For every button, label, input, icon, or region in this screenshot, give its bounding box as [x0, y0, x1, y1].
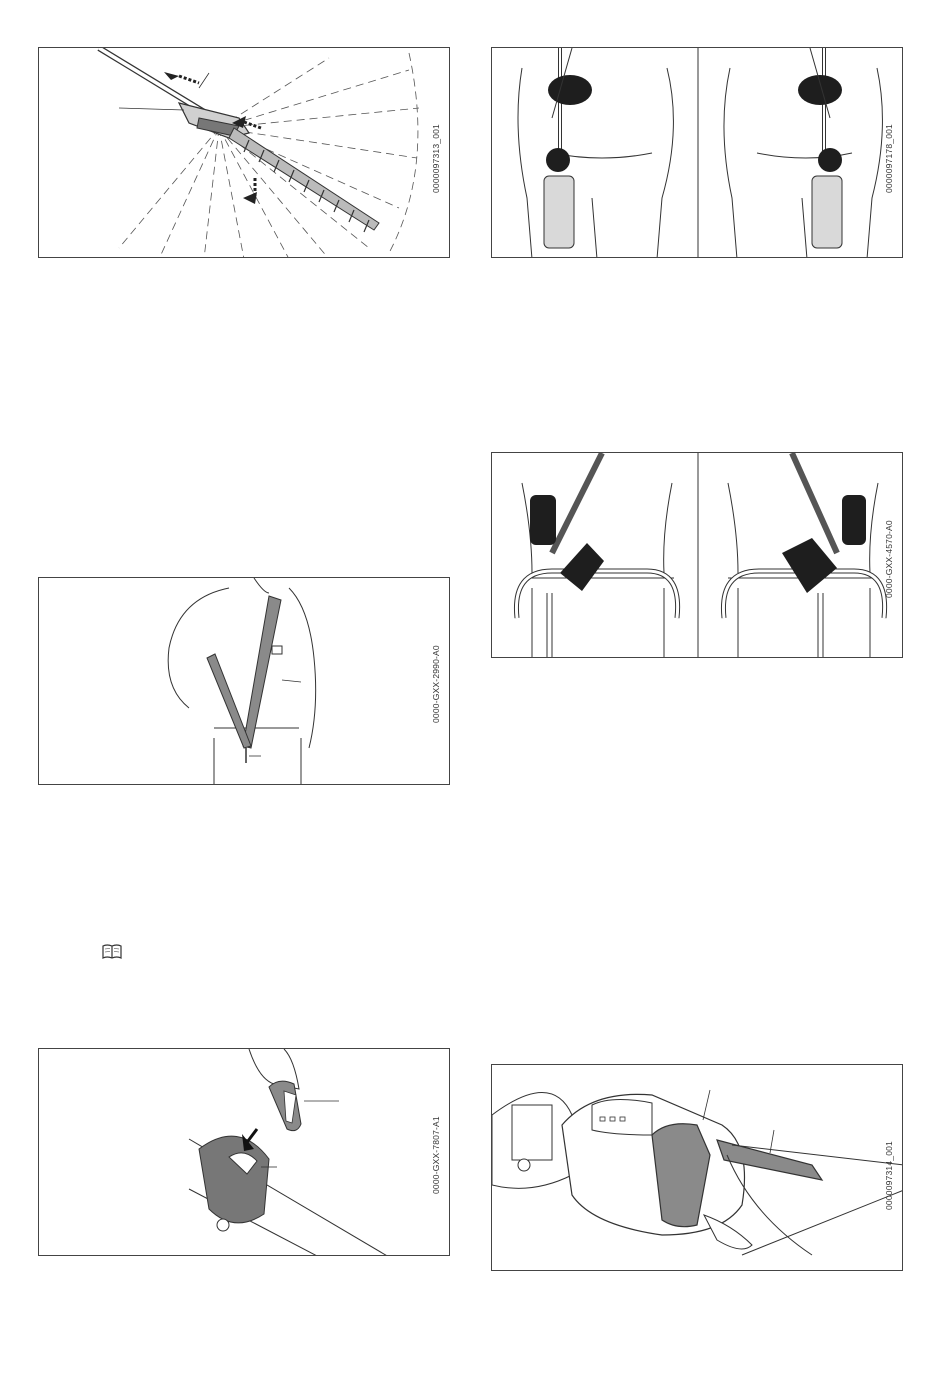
figure-carabiner: 0000-GXX-7807-A1	[38, 1048, 450, 1256]
figure-code: 0000097178_001	[884, 124, 894, 193]
figure-control-handle: 0000097314_001	[491, 1064, 903, 1271]
figure-code: 0000097314_001	[884, 1141, 894, 1210]
figure-code: 0000-GXX-2990-A0	[431, 645, 441, 723]
figure-code: 0000097313_001	[431, 124, 441, 193]
control-handle-illustration	[492, 1065, 903, 1271]
carrying-illustration	[492, 48, 903, 258]
hedge-trimmer-illustration	[39, 48, 450, 258]
figure-code: 0000-GXX-7807-A1	[431, 1116, 441, 1194]
figure-hedge-trimmer: 0000097313_001	[38, 47, 450, 258]
figure-code: 0000-GXX-4570-A0	[884, 520, 894, 598]
figure-loop-handle: 0000-GXX-4570-A0	[491, 452, 903, 658]
loop-handle-illustration	[492, 453, 903, 658]
figure-carrying-battery: 0000097178_001	[491, 47, 903, 258]
open-book-icon	[102, 944, 122, 960]
shoulder-strap-illustration	[39, 578, 450, 785]
carabiner-illustration	[39, 1049, 450, 1256]
figure-shoulder-strap: 0000-GXX-2990-A0	[38, 577, 450, 785]
